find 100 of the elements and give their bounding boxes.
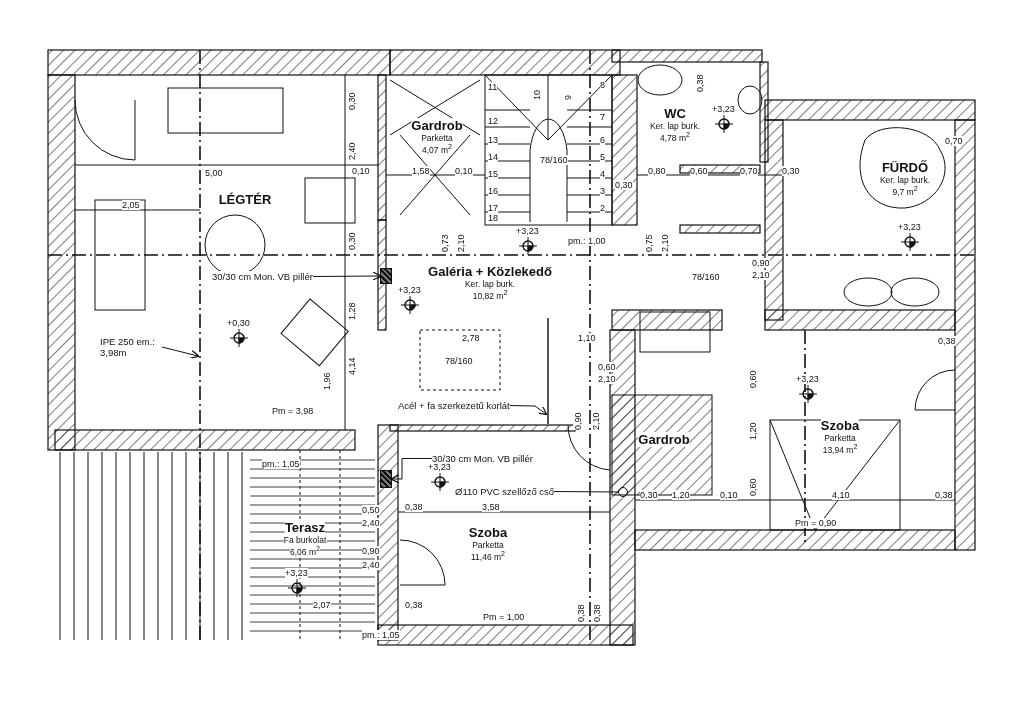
stair-step-number: 10: [532, 90, 542, 100]
stair-step-number: 7: [600, 112, 605, 122]
dimension-label: 0,30: [347, 232, 357, 250]
stair-step-number: 18: [488, 213, 498, 223]
room-area: 13,94 m$^{2}$: [822, 443, 858, 455]
leader-line: [161, 346, 200, 359]
room-area: 4,07 m$^{2}$: [422, 143, 452, 155]
level-mark: +0,30: [227, 318, 250, 328]
room-area: 11,46 m$^{2}$: [471, 550, 505, 562]
callout-text: 30/30 cm Mon. VB pillér: [212, 271, 313, 282]
level-mark: +3,23: [712, 104, 735, 114]
dimension-label: 4,14: [347, 357, 357, 375]
room-name: LÉGTÉR: [218, 192, 272, 207]
room-name: Szoba: [820, 418, 860, 433]
dimension-label: 2,10: [660, 234, 670, 252]
floor-finish: Parketta: [421, 133, 453, 143]
dimension-label: 1,28: [347, 302, 357, 320]
leader-line: [509, 405, 548, 416]
dimension-label: 0,60: [748, 478, 758, 496]
dimension-label: 2,10: [752, 270, 770, 280]
dimension-label: 0,60: [748, 370, 758, 388]
dimension-label: 0,30: [615, 180, 633, 190]
dimension-label: Pm = 3,98: [272, 406, 314, 416]
level-mark: +3,23: [285, 568, 308, 578]
pillar-symbol: [380, 470, 392, 488]
stair-step-number: 3: [600, 186, 605, 196]
room-name: FÜRDŐ: [881, 160, 929, 175]
room-area: 4,78 m$^{2}$: [660, 131, 690, 143]
dimension-label: pm.: 1,05: [362, 630, 400, 640]
stair-step-number: 12: [488, 116, 498, 126]
dimension-label: 2,40: [347, 142, 357, 160]
stair-step-number: 16: [488, 186, 498, 196]
room-area: 9,7 m$^{2}$: [892, 185, 918, 197]
level-mark: +3,23: [898, 222, 921, 232]
dimension-label: Pm = 0,90: [795, 518, 837, 528]
room-area: 6,06 m$^{2}$: [290, 545, 320, 557]
leader-line: [390, 458, 433, 484]
stair-step-number: 17: [488, 203, 498, 213]
stair-step-number: 9: [563, 95, 573, 100]
stair-step-number: 11: [488, 82, 498, 92]
dimension-label: 2,07: [313, 600, 331, 610]
dimension-label: 0,38: [938, 336, 956, 346]
dimension-label: 0,73: [440, 234, 450, 252]
dimension-label: 2,05: [122, 200, 140, 210]
dimension-label: 0,10: [720, 490, 738, 500]
stair-step-number: 6: [600, 135, 605, 145]
dimension-label: 2,40: [362, 560, 380, 570]
dimension-label: 0,75: [644, 234, 654, 252]
callout-text: Acél + fa szerkezetű korlát: [398, 400, 510, 411]
room-label: [820, 418, 860, 455]
room-name: Gardrob: [638, 432, 690, 447]
leader-line: [312, 271, 382, 281]
dimension-label: 1,10: [578, 333, 596, 343]
room-label: [879, 160, 931, 197]
dimension-label: pm.: 1,00: [568, 236, 606, 246]
dimension-label: 1,58: [412, 166, 430, 176]
stair-step-number: 4: [600, 169, 605, 179]
dimension-label: 4,10: [832, 490, 850, 500]
dimension-label: 2,10: [456, 234, 466, 252]
room-label: [411, 118, 463, 155]
dimension-label: 0,60: [690, 166, 708, 176]
dimension-label: 0,38: [405, 600, 423, 610]
floor-finish: Parketta: [824, 433, 856, 443]
floor-finish: Fa burkolat: [283, 535, 327, 545]
floor-finish: Ker. lap burk.: [649, 121, 701, 131]
stair-step-number: 2: [600, 203, 605, 213]
dimension-label: 2,10: [598, 374, 616, 384]
dimension-label: 0,38: [935, 490, 953, 500]
room-name: WC: [664, 106, 686, 121]
room-area: 10,82 m$^{2}$: [472, 289, 508, 301]
room-label: [283, 520, 327, 557]
dimension-label: 0,30: [782, 166, 800, 176]
dimension-label: 78/160: [692, 272, 720, 282]
dimension-label: 0,70: [945, 136, 963, 146]
dimension-label: pm.: 1,05: [262, 459, 300, 469]
room-name: Gardrob: [411, 118, 463, 133]
dimension-label: 78/160: [445, 356, 473, 366]
dimension-label: 1,96: [322, 372, 332, 390]
stair-step-number: 5: [600, 152, 605, 162]
dimension-label: 0,50: [362, 505, 380, 515]
level-mark: +3,23: [516, 226, 539, 236]
callout-text: Ø110 PVC szellőző cső: [455, 486, 555, 497]
dimension-label: 0,30: [640, 490, 658, 500]
dimension-label: 3,58: [482, 502, 500, 512]
stair-step-number: 15: [488, 169, 498, 179]
dimension-label: 0,38: [592, 604, 602, 622]
dimension-label: 0,80: [648, 166, 666, 176]
floor-finish: Parketta: [472, 540, 504, 550]
dimension-label: 2,40: [362, 518, 380, 528]
dimension-label: 0,38: [576, 604, 586, 622]
dimension-label: 0,10: [352, 166, 370, 176]
dimension-label: 0,60: [598, 362, 616, 372]
dimension-label: 0,90: [752, 258, 770, 268]
stair-step-number: 13: [488, 135, 498, 145]
dimension-label: 2,78: [462, 333, 480, 343]
room-name: Galéria + Közlekedő: [428, 264, 552, 279]
dimension-label: 78/160: [540, 155, 568, 165]
floor-finish: Ker. lap burk.: [464, 279, 516, 289]
callout-text: 30/30 cm Mon. VB pillér: [432, 453, 533, 464]
stair-step-number: 14: [488, 152, 498, 162]
